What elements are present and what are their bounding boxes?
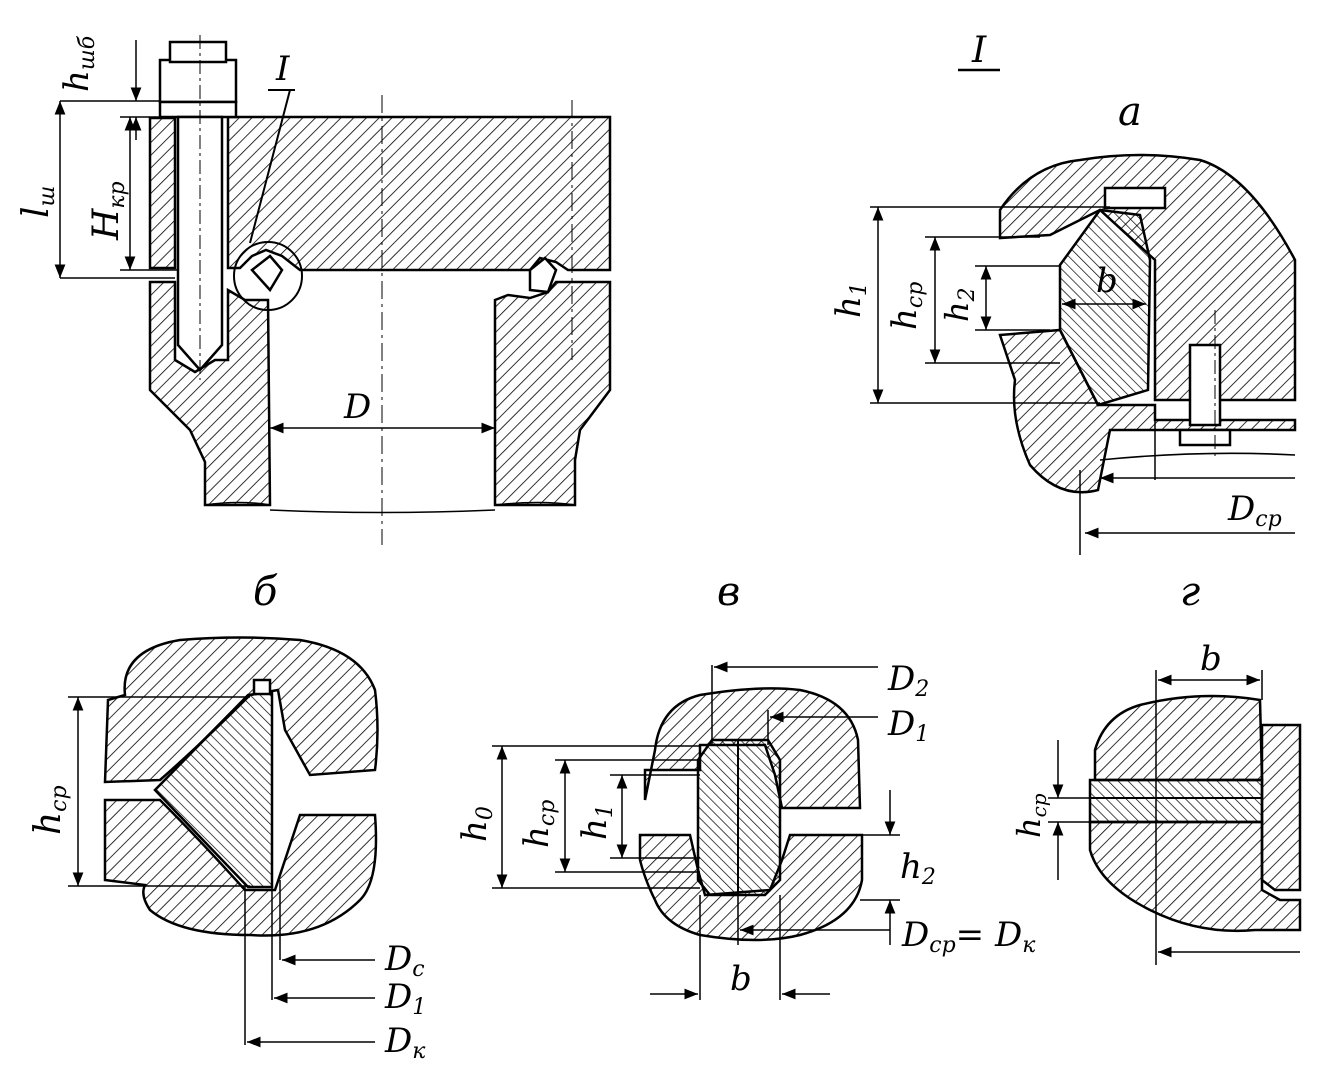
v-label-D1: D1: [887, 704, 929, 747]
bolt-nut: [158, 58, 238, 104]
label-l-sh: lш: [16, 186, 60, 218]
v-label-b: b: [730, 959, 752, 999]
view-b: [68, 636, 379, 1048]
view-a: [870, 153, 1297, 555]
label-callout-I: I: [275, 49, 290, 89]
detail-callout-circle: [233, 241, 303, 311]
v-label-D2: D2: [887, 659, 929, 702]
a-label-b: b: [1096, 261, 1118, 301]
bolt-head-top: [168, 40, 228, 64]
g-lower: [1088, 820, 1302, 933]
b-label-hsr: hср: [28, 785, 72, 835]
a-label-Dsr: Dср: [1227, 489, 1282, 532]
view-g-title: г: [1180, 569, 1200, 615]
view-g: [1048, 670, 1302, 965]
label-D: D: [343, 387, 371, 427]
vessel-left-wall: [148, 116, 177, 270]
b-ring: [153, 690, 274, 889]
a-cover: [998, 153, 1297, 402]
v-label-h0: h0: [455, 806, 498, 842]
ring-gasket-right: [528, 256, 558, 294]
view-v: [492, 661, 900, 1000]
v-label-hsr: hср: [517, 800, 560, 848]
g-upper: [1093, 694, 1264, 782]
v-label-h1: h1: [575, 804, 618, 840]
a-vessel: [998, 328, 1297, 494]
v-label-Dsr-eq-Dk: Dср= Dк: [901, 915, 1036, 958]
b-label-D1: D1: [384, 977, 426, 1020]
washer: [158, 100, 238, 119]
main-view: [54, 35, 612, 545]
g-label-b: b: [1200, 639, 1222, 679]
v-label-h2: h2: [900, 847, 936, 890]
v-upper: [643, 687, 862, 810]
a-label-hsr: hср: [885, 282, 928, 330]
g-ring: [1088, 778, 1264, 824]
g-right: [1260, 723, 1302, 892]
g-label-hsr: hср: [1010, 793, 1051, 838]
b-lower: [103, 798, 378, 937]
label-H-kr: Hкр: [86, 181, 130, 241]
b-label-Dk: Dк: [384, 1021, 426, 1064]
a-label-h1: h1: [829, 282, 872, 318]
label-h-shb: hшб: [57, 35, 100, 92]
detail-title: I: [971, 30, 987, 71]
a-label-h2: h2: [938, 287, 980, 322]
ring-gasket: [250, 254, 284, 293]
b-label-Dc: Dс: [384, 939, 425, 982]
view-b-title: б: [253, 569, 278, 615]
cover-body: [226, 115, 612, 272]
view-a-title: а: [1118, 89, 1142, 135]
view-v-title: в: [717, 569, 740, 615]
vessel-right-body: [493, 280, 612, 507]
v-lower: [638, 833, 864, 942]
